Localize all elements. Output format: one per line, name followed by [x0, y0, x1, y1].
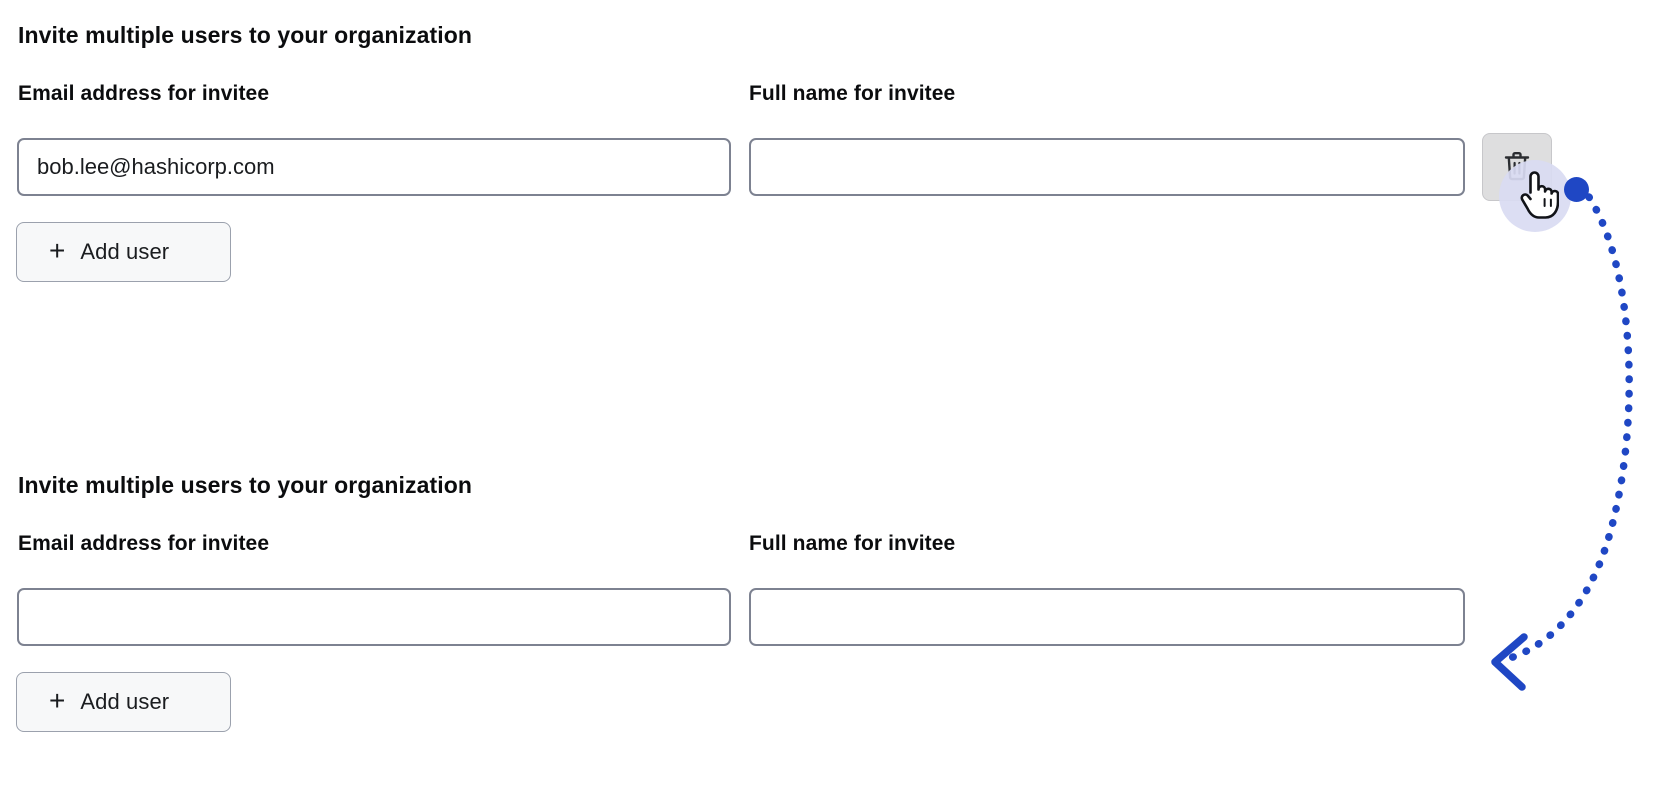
add-user-button-label-2: Add user — [80, 689, 170, 714]
page-title-2: Invite multiple users to your organizati… — [18, 472, 473, 498]
email-field-label: Email address for invitee — [18, 82, 270, 105]
plus-icon: + — [49, 235, 66, 266]
email-input[interactable] — [17, 138, 731, 196]
click-dot-icon — [1564, 177, 1589, 202]
fullname-field-label-2: Full name for invitee — [749, 532, 956, 555]
add-user-button[interactable]: + Add user — [16, 222, 231, 282]
email-field-label-2: Email address for invitee — [18, 532, 270, 555]
add-user-button-label: Add user — [80, 239, 170, 264]
fullname-input[interactable] — [749, 138, 1465, 196]
trash-icon — [1504, 151, 1530, 184]
add-user-button-2[interactable]: + Add user — [16, 672, 231, 732]
fullname-input-2[interactable] — [749, 588, 1465, 646]
plus-icon-2: + — [49, 685, 66, 716]
email-input-2[interactable] — [17, 588, 731, 646]
fullname-field-label: Full name for invitee — [749, 82, 956, 105]
remove-row-button[interactable] — [1482, 133, 1552, 201]
page-title: Invite multiple users to your organizati… — [18, 22, 473, 48]
